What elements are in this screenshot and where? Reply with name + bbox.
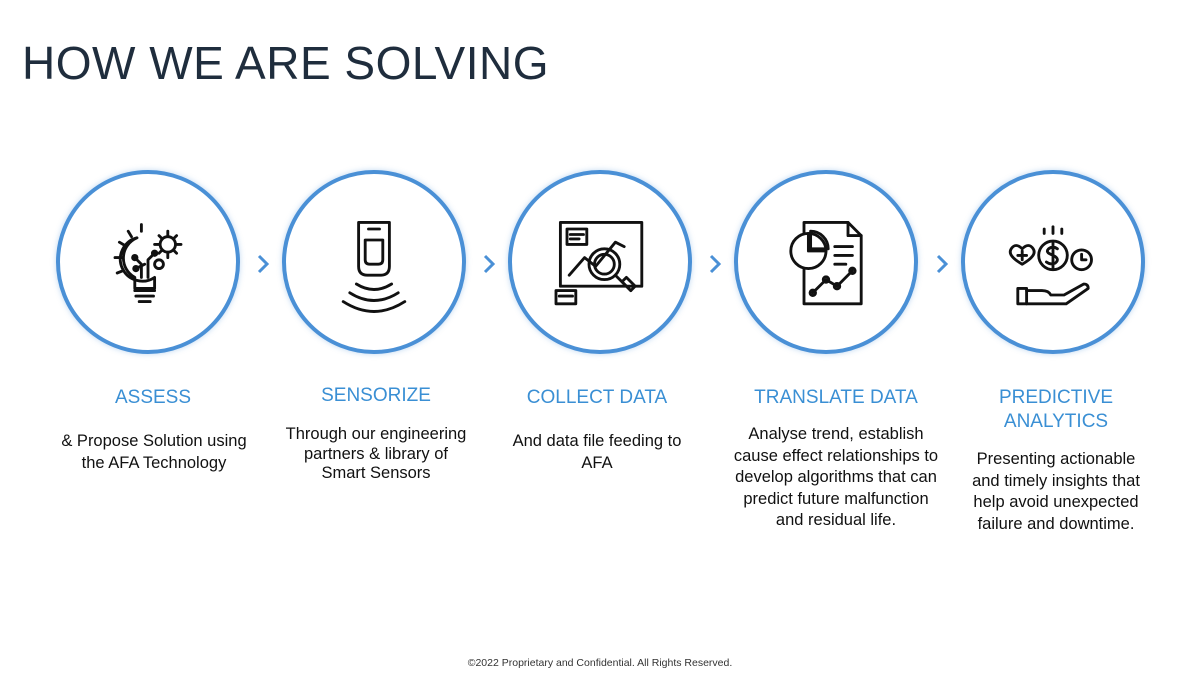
- step-title-translate-data: TRANSLATE DATA: [754, 387, 918, 408]
- data-magnifier-icon: [554, 220, 644, 306]
- step-desc-translate-data: Analyse trend, establish cause effect re…: [733, 425, 939, 529]
- chevron-right-icon: [483, 254, 496, 274]
- step-desc-collect-data: And data file feeding to AFA: [512, 432, 682, 472]
- chevron-right-icon: [936, 254, 949, 274]
- page-title: HOW WE ARE SOLVING: [22, 37, 549, 89]
- report-chart-icon: [789, 220, 863, 306]
- step-circle-sensorize: [282, 170, 466, 354]
- step-circle-translate-data: [734, 170, 918, 354]
- step-title-assess: ASSESS: [114, 387, 192, 408]
- step-title-collect-data: COLLECT DATA: [526, 387, 668, 408]
- step-desc-sensorize: Through our engineering partners & libra…: [285, 425, 467, 482]
- footer-copyright: ©2022 Proprietary and Confidential. All …: [467, 657, 733, 669]
- step-desc-predictive-analytics: Presenting actionable and timely insight…: [972, 450, 1140, 533]
- step-desc-assess: & Propose Solution using the AFA Technol…: [61, 432, 247, 472]
- lightbulb-gear-icon: [113, 223, 183, 304]
- step-circle-predictive-analytics: [961, 170, 1145, 354]
- sensor-wave-icon: [341, 220, 407, 313]
- step-title-predictive-analytics: PREDICTIVE ANALYTICS: [998, 387, 1114, 432]
- step-circle-collect-data: [508, 170, 692, 354]
- chevron-right-icon: [709, 254, 722, 274]
- chevron-right-icon: [257, 254, 270, 274]
- step-circle-assess: [56, 170, 240, 354]
- hand-dollar-icon: [1008, 225, 1093, 306]
- step-title-sensorize: SENSORIZE: [321, 385, 431, 406]
